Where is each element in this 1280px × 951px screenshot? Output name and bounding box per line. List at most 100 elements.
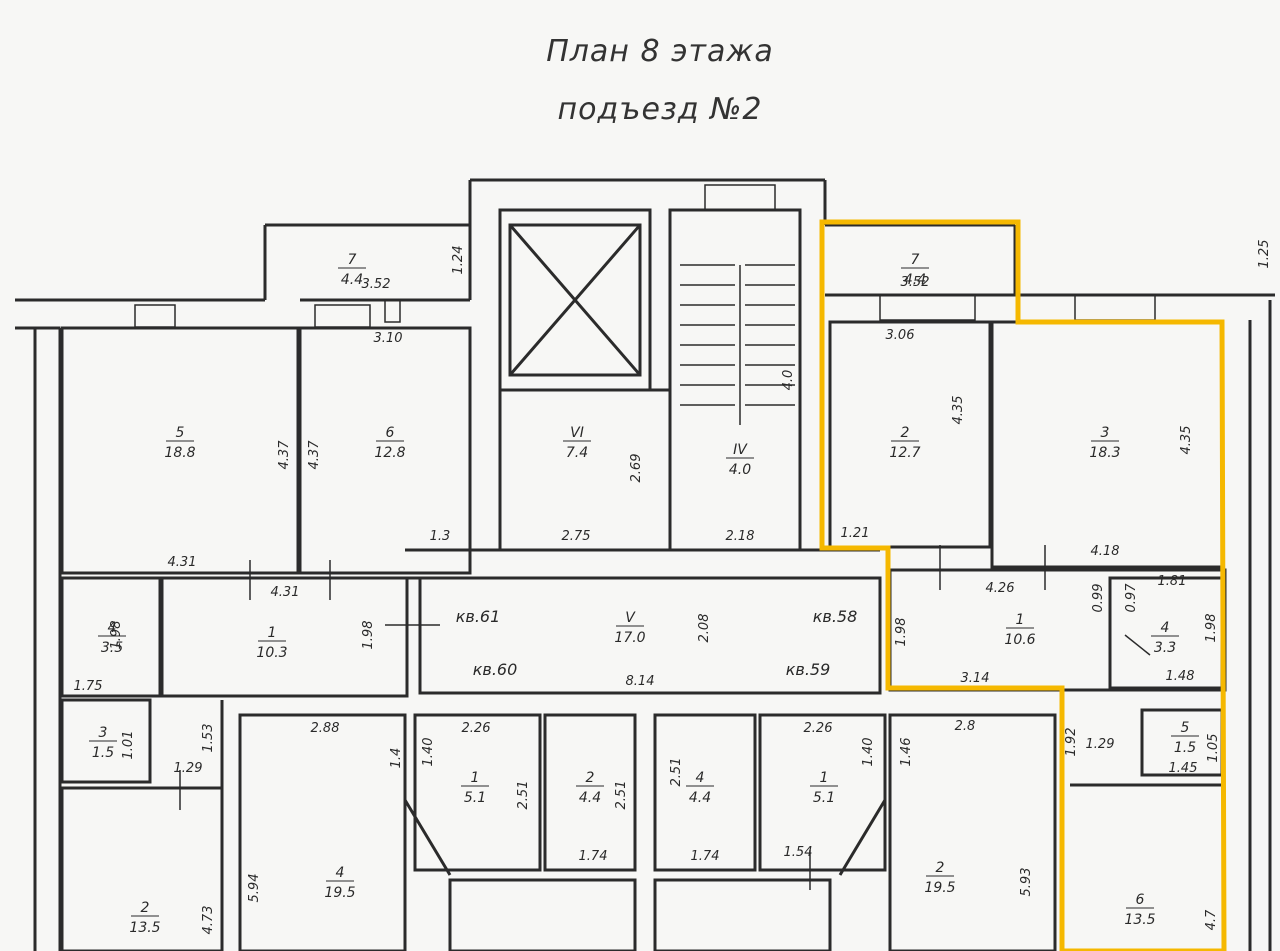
dimension-label: 0.99 (1091, 584, 1106, 613)
dimension-label: 1.21 (841, 526, 870, 541)
room-area-label: 3.3 (1154, 640, 1176, 656)
dimension-label: 1.24 (451, 246, 466, 275)
dimension-label: 1.29 (174, 761, 203, 776)
room-area-label: 5.1 (464, 790, 486, 806)
dimension-label: 4.73 (201, 906, 216, 935)
dimension-label: 1.74 (579, 849, 608, 864)
dimension-label: 4.0 (781, 370, 796, 391)
dimension-label: 2.8 (955, 719, 976, 734)
walls-layer (15, 178, 1275, 951)
room-4-lower-outline (238, 713, 407, 951)
dimension-label: 5.94 (247, 874, 262, 903)
dimension-label: 1.29 (1086, 737, 1115, 752)
room-number-label: 1 (820, 770, 829, 786)
room-number-label: 4 (108, 620, 117, 636)
window-top (1074, 294, 1156, 321)
room-number-label: 6 (386, 425, 395, 441)
dimension-label: 4.35 (951, 396, 966, 425)
room-area-label: 4.4 (689, 790, 711, 806)
room-area-label: 19.5 (324, 885, 355, 901)
dimension-label: 3.52 (901, 275, 930, 290)
details-layer (134, 184, 1156, 890)
door-tick (1124, 634, 1151, 656)
room-area-label: 10.6 (1004, 632, 1035, 648)
dimension-label: 2.51 (516, 781, 531, 810)
vent-top (704, 184, 776, 211)
room-number-label: 4 (1161, 620, 1170, 636)
dimension-label: 2.26 (804, 721, 833, 736)
room-area-label: 1.5 (92, 745, 114, 761)
room-number-label: 1 (1016, 612, 1025, 628)
dimension-label: 1.75 (74, 679, 103, 694)
dimension-label: 1.40 (421, 738, 436, 767)
room-2-lower-outline (543, 713, 637, 872)
room-area-label: 19.5 (924, 880, 955, 896)
dimension-label: 4.18 (1091, 544, 1120, 559)
dimension-label: 0.97 (1124, 583, 1139, 613)
dimension-label: 3.14 (961, 671, 990, 686)
room-area-label: 5.1 (813, 790, 835, 806)
dimension-label: 4.31 (168, 555, 197, 570)
apartment-ref-label: кв.60 (473, 660, 518, 679)
dimension-label: 1.48 (1166, 669, 1195, 684)
room-number-label: 7 (348, 252, 357, 268)
room-4-outline (60, 576, 162, 698)
corridor-V-outline (418, 576, 882, 695)
room-number-label: 1 (471, 770, 480, 786)
dimension-label: 1.98 (361, 621, 376, 650)
dimension-label: 1.40 (861, 738, 876, 767)
balcony-door (384, 299, 401, 323)
dimension-label: 2.88 (311, 721, 340, 736)
room-area-label: 13.5 (129, 920, 160, 936)
room-area-label: 1.5 (1174, 740, 1196, 756)
room-number-label: 1 (268, 625, 277, 641)
dimension-label: 5.93 (1019, 868, 1034, 897)
room-number-label: 3 (99, 725, 108, 741)
dimension-label: 1.74 (691, 849, 720, 864)
window-top (134, 304, 176, 328)
dimension-label: 8.14 (626, 674, 655, 689)
lower-room-outline (448, 878, 637, 951)
plan-title: План 8 этажа (546, 34, 774, 69)
room-area-label: 13.5 (1124, 912, 1155, 928)
room-number-label: 5 (1181, 720, 1190, 736)
room-area-label: 7.4 (566, 445, 588, 461)
room-number-label: 2 (141, 900, 150, 916)
plan-subtitle: подъезд №2 (557, 92, 763, 127)
room-VI-outline (498, 388, 672, 552)
dimension-label: 4.31 (271, 585, 300, 600)
apartment-ref-label: кв.58 (813, 607, 858, 626)
dimension-label: 4.26 (986, 581, 1015, 596)
dimension-label: 1.54 (784, 845, 813, 860)
lower-room-outline (653, 878, 832, 951)
dimension-label: 2.08 (697, 614, 712, 643)
room-1b-lower-outline (758, 713, 887, 872)
room-number-label: 2 (901, 425, 910, 441)
room-number-label: 2 (586, 770, 595, 786)
dimension-label: 2.75 (562, 529, 591, 544)
room-4b-lower-outline (653, 713, 757, 872)
room-1-lower-outline (413, 713, 542, 872)
room-number-label: 4 (336, 865, 345, 881)
room-area-label: 18.8 (164, 445, 195, 461)
room-3-outline (60, 698, 152, 784)
room-number-label: 4 (696, 770, 705, 786)
dimension-label: 2.18 (726, 529, 755, 544)
dimension-label: 1.4 (389, 748, 404, 769)
dimension-label: 1.05 (1206, 734, 1221, 763)
room-1-outline (160, 576, 409, 698)
room-area-label: 3.5 (101, 640, 123, 656)
room-area-label: 17.0 (614, 630, 645, 646)
room-2-outline (828, 320, 992, 549)
room-area-label: 18.3 (1089, 445, 1120, 461)
room-area-label: 10.3 (256, 645, 287, 661)
dimension-label: 4.37 (277, 440, 292, 470)
apartment-ref-label: кв.61 (456, 607, 501, 626)
bay-wall (403, 799, 452, 876)
window-top (314, 304, 371, 328)
room-area-label: 12.8 (374, 445, 405, 461)
dimension-label: 1.01 (121, 731, 136, 760)
